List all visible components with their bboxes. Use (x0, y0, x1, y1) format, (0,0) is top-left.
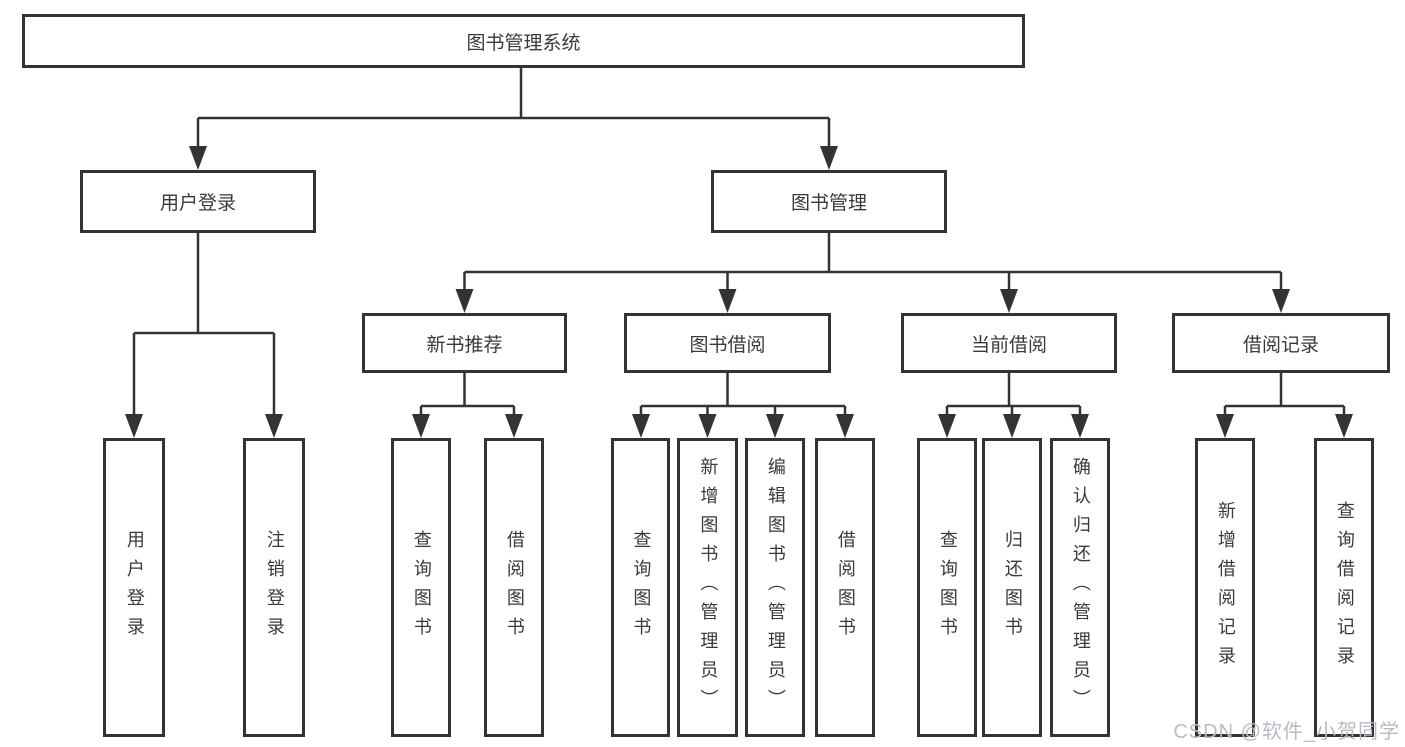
connector-current-borrowing (945, 373, 1082, 416)
node-label: 用户登录 (124, 529, 145, 646)
node-label: 新增借阅记录 (1215, 500, 1236, 675)
leaf-edit-books-admin: 编辑图书（管理员） (745, 438, 805, 737)
connector-borrowing-records (1223, 373, 1346, 416)
leaf-query-books-current: 查询图书 (917, 438, 977, 737)
arrowhead-down-icon (1071, 414, 1089, 438)
node-label: 借阅图书 (835, 529, 856, 646)
leaf-query-books-borrowing: 查询图书 (611, 438, 670, 737)
leaf-borrow-books-borrowing: 借阅图书 (815, 438, 875, 737)
node-label: 借阅图书 (504, 529, 525, 646)
node-label: 确认归还（管理员） (1070, 457, 1091, 718)
leaf-add-books-admin: 新增图书（管理员） (677, 438, 738, 737)
leaf-query-books-recommendation: 查询图书 (391, 438, 451, 737)
arrowhead-down-icon (836, 414, 854, 438)
node-label: 查询借阅记录 (1334, 500, 1355, 675)
node-new-book-recommendation: 新书推荐 (362, 313, 567, 373)
leaf-add-borrow-record: 新增借阅记录 (1195, 438, 1255, 737)
arrowhead-down-icon (1335, 414, 1353, 438)
arrowhead-down-icon (718, 289, 737, 313)
arrowhead-down-icon (1000, 289, 1018, 313)
node-label: 图书管理 (790, 193, 867, 214)
node-label: 查询图书 (411, 529, 432, 646)
leaf-confirm-return-admin: 确认归还（管理员） (1050, 438, 1110, 737)
node-label: 图书借阅 (689, 334, 766, 356)
node-user-login: 用户登录 (80, 170, 316, 233)
connector-user-login (132, 233, 276, 416)
node-label: 用户登录 (159, 193, 236, 214)
arrowhead-down-icon (505, 414, 523, 438)
connector-new-book-recommendation (419, 373, 516, 416)
arrowhead-down-icon (1272, 289, 1290, 313)
leaf-user-login: 用户登录 (103, 438, 165, 737)
node-label: 当前借阅 (970, 334, 1047, 356)
leaf-return-books: 归还图书 (982, 438, 1042, 737)
arrowhead-down-icon (265, 414, 283, 438)
node-label: 编辑图书（管理员） (765, 457, 786, 718)
arrowhead-down-icon (412, 414, 430, 438)
node-book-borrowing: 图书借阅 (624, 313, 831, 373)
arrowhead-down-icon (766, 414, 784, 438)
arrowhead-down-icon (632, 414, 650, 438)
node-label: 图书管理系统 (466, 32, 581, 54)
connector-book-borrowing (639, 373, 847, 416)
connector-book-management (463, 233, 1283, 291)
arrowhead-down-icon (820, 146, 838, 170)
connector-root (196, 67, 831, 148)
arrowhead-down-icon (938, 414, 956, 438)
node-book-management: 图书管理 (711, 170, 947, 233)
arrowhead-down-icon (1216, 414, 1234, 438)
node-label: 归还图书 (1002, 529, 1023, 646)
leaf-query-borrow-record: 查询借阅记录 (1314, 438, 1374, 737)
arrowhead-down-icon (455, 289, 474, 313)
node-label: 新增图书（管理员） (698, 457, 719, 718)
node-label: 借阅记录 (1242, 334, 1319, 356)
node-label: 查询图书 (937, 529, 958, 646)
arrowhead-down-icon (698, 414, 717, 438)
arrowhead-down-icon (189, 146, 207, 170)
watermark: CSDN @软件_小贺同学 (1173, 721, 1400, 743)
arrowhead-down-icon (125, 414, 143, 438)
node-label: 查询图书 (631, 529, 652, 646)
node-book-management-system: 图书管理系统 (22, 14, 1025, 68)
node-borrowing-records: 借阅记录 (1172, 313, 1390, 373)
node-label: 新书推荐 (426, 334, 503, 356)
node-current-borrowing: 当前借阅 (901, 313, 1117, 373)
leaf-logout: 注销登录 (243, 438, 305, 737)
node-label: 注销登录 (264, 529, 285, 646)
arrowhead-down-icon (1003, 414, 1021, 438)
leaf-borrow-books-recommendation: 借阅图书 (484, 438, 544, 737)
